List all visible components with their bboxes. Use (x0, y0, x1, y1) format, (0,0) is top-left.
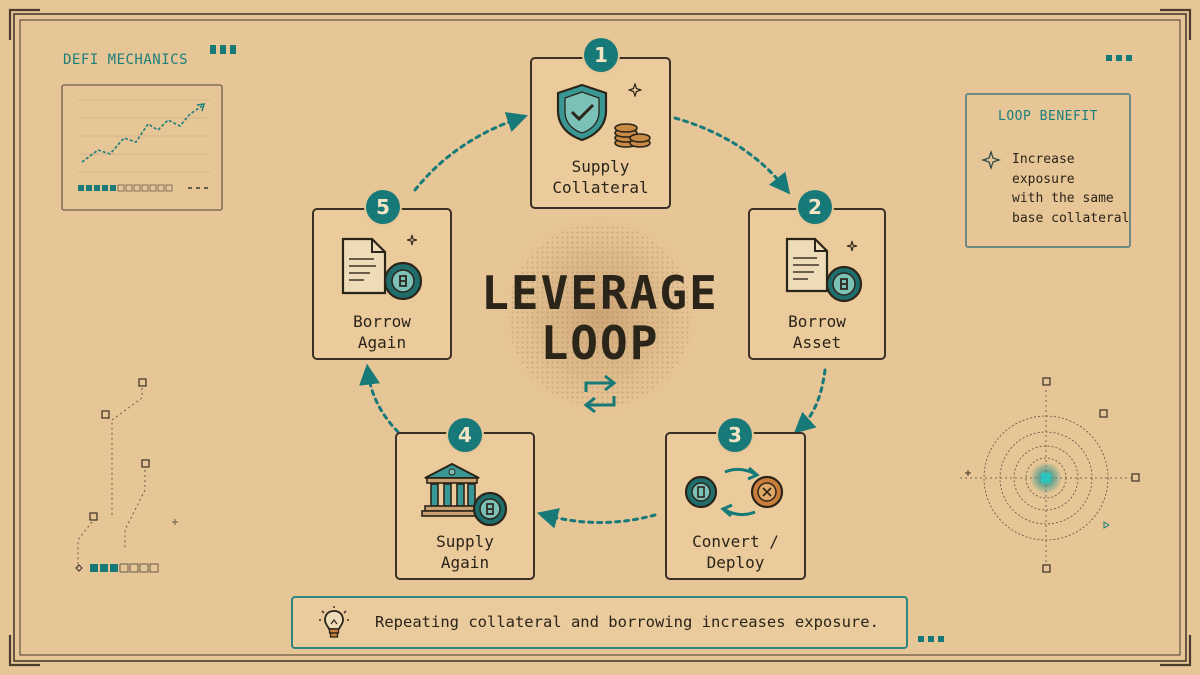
document-icon (341, 237, 387, 295)
step-4-label-line1: Supply (436, 532, 494, 551)
swap-arrows-icon (720, 466, 760, 518)
loop-benefit-title: LOOP BENEFIT (998, 109, 1098, 124)
arrow-1-to-2 (673, 116, 791, 195)
step-5-label-line2: Again (357, 333, 407, 352)
outer-frame (8, 8, 1192, 667)
loop-benefit-line: exposure (1012, 171, 1075, 187)
loop-benefit-line: base collateral (1012, 210, 1130, 226)
mini-chart-icon (61, 84, 223, 211)
sparkle-icon (628, 83, 642, 97)
step-card-supply-again: Supply Again (395, 432, 535, 580)
center-title: LEVERAGE LOOP (480, 268, 720, 368)
step-badge-4: 4 (448, 418, 482, 452)
bank-icon (421, 462, 483, 517)
step-badge-2: 2 (798, 190, 832, 224)
step-badge-5: 5 (366, 190, 400, 224)
center-title-line2: LOOP (540, 316, 660, 370)
step-badge-3: 3 (718, 418, 752, 452)
step-card-supply-collateral: Supply Collateral (530, 57, 671, 209)
loop-arrows (359, 112, 827, 529)
circuit-nodes-left (89, 378, 150, 521)
loop-arrows-icon (583, 374, 617, 414)
step-card-borrow-asset: Borrow Asset (748, 208, 886, 360)
sparkle-icon (980, 149, 1002, 171)
step-5-label-line1: Borrow (353, 312, 411, 331)
pixel-squares-top-left (210, 45, 236, 54)
loop-benefit-line: with the same (1012, 191, 1114, 206)
loop-benefit-panel: LOOP BENEFIT Increase exposure with the … (965, 93, 1131, 248)
coin-icon (750, 475, 784, 509)
step-2-label-line2: Asset (792, 333, 842, 352)
step-2-label-line1: Borrow (788, 312, 846, 331)
coin-icon (684, 475, 718, 509)
shield-icon (556, 83, 608, 142)
coin-icon (383, 261, 423, 301)
coin-icon (825, 265, 863, 303)
step-card-convert-deploy: Convert / Deploy (665, 432, 806, 580)
step-1-label-line1: Supply (571, 157, 630, 176)
defi-mechanics-label: DEFI MECHANICS (63, 52, 189, 68)
coin-stack-icon (614, 123, 651, 148)
arrow-5-to-1 (413, 112, 528, 192)
step-3-label-line2: Deploy (706, 553, 765, 572)
pixel-bar-bottom-left (75, 563, 159, 573)
document-icon (785, 237, 829, 293)
step-1-label-line2: Collateral (552, 178, 649, 197)
step-4-label-line2: Again (440, 553, 490, 572)
step-badge-1: 1 (584, 38, 618, 72)
step-3-label-line1: Convert / (692, 532, 779, 551)
pixel-squares-bottom-right (918, 636, 944, 642)
coin-icon (472, 491, 508, 527)
circuit-decoration-left (77, 383, 146, 568)
sparkle-icon (406, 234, 418, 246)
lightbulb-icon (319, 606, 349, 638)
arrow-2-to-3 (793, 368, 827, 434)
step-card-borrow-again: Borrow Again (312, 208, 452, 360)
pixel-squares-top-right (1106, 55, 1132, 61)
arrow-3-to-4 (536, 508, 657, 529)
loop-benefit-line: Increase (1012, 152, 1075, 167)
footer-note-bar: Repeating collateral and borrowing incre… (291, 596, 908, 649)
center-title-line1: LEVERAGE (481, 266, 719, 320)
loop-benefit-text: Increase exposure with the same base col… (1012, 150, 1130, 228)
center-dots (508, 223, 692, 407)
arrow-4-to-5 (359, 363, 400, 434)
footer-note-text: Repeating collateral and borrowing incre… (375, 613, 879, 631)
sparkle-icon (846, 240, 858, 252)
